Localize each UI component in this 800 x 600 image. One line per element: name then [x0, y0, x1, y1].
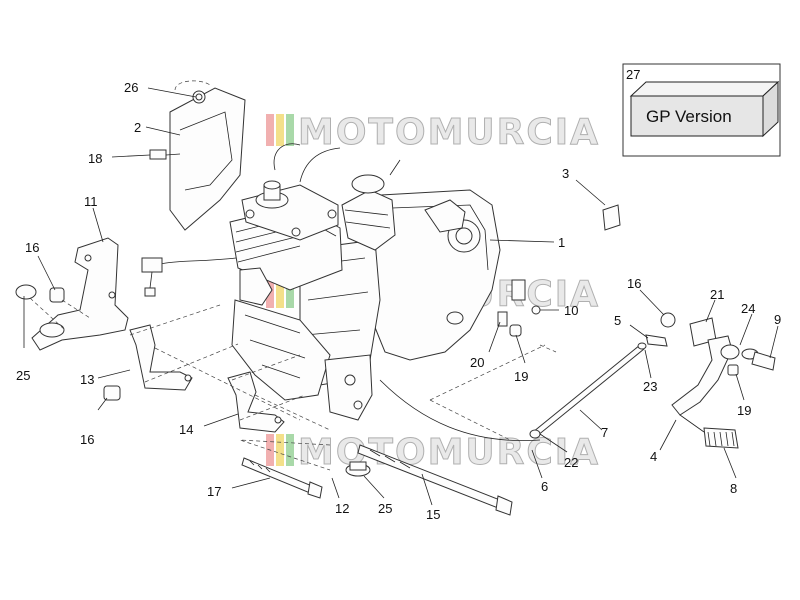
- callout-1: 1: [558, 235, 565, 250]
- callout-14: 14: [179, 422, 193, 437]
- watermark-bottom: MOTOMURCIA: [266, 432, 600, 474]
- callout-6: 6: [541, 479, 548, 494]
- callout-25-left: 25: [16, 368, 30, 383]
- callout-11: 11: [84, 194, 98, 209]
- callout-10: 10: [564, 303, 578, 318]
- callout-13: 13: [80, 372, 94, 387]
- leader-lines: [23, 87, 779, 506]
- svg-text:MOTOMURCIA: MOTOMURCIA: [298, 432, 600, 473]
- callout-5: 5: [614, 313, 621, 328]
- lower-bracket-14: [227, 371, 285, 433]
- callout-24: 24: [741, 301, 755, 316]
- callout-labels: 26 2 18 3 1 11 16 25 13 16 14 17 12 25 1…: [16, 80, 781, 522]
- callout-7: 7: [601, 425, 608, 440]
- callout-3: 3: [562, 166, 569, 181]
- svg-text:MOTOMURCIA: MOTOMURCIA: [298, 112, 600, 153]
- callout-23: 23: [643, 379, 657, 394]
- bolt-15: [357, 444, 513, 516]
- gp-version-box: 27 GP Version: [622, 63, 781, 157]
- callout-18: 18: [88, 151, 102, 166]
- callout-16-lower: 16: [80, 432, 94, 447]
- sprocket-cover: [149, 80, 246, 231]
- gear-shift-assembly: [529, 312, 776, 449]
- callout-22: 22: [564, 455, 578, 470]
- gp-version-label: GP Version: [646, 107, 732, 126]
- callout-26: 26: [124, 80, 138, 95]
- callout-4: 4: [650, 449, 657, 464]
- callout-16-right: 16: [627, 276, 641, 291]
- callout-16-left: 16: [25, 240, 39, 255]
- dashed-guides: [129, 304, 557, 471]
- callout-17: 17: [207, 484, 221, 499]
- bolt-17: [241, 457, 323, 499]
- engine-assembly: [141, 143, 541, 442]
- lower-bracket-13: [103, 324, 193, 401]
- small-parts-right: [497, 204, 621, 337]
- watermark-top: MOTOMURCIA: [266, 112, 600, 154]
- callout-8: 8: [730, 481, 737, 496]
- callout-2: 2: [134, 120, 141, 135]
- callout-21: 21: [710, 287, 724, 302]
- fitting-25-lower: [345, 461, 371, 477]
- callout-25-lower: 25: [378, 501, 392, 516]
- callout-19-right: 19: [737, 403, 751, 418]
- left-bracket: [15, 237, 129, 351]
- callout-19-center: 19: [514, 369, 528, 384]
- callout-27: 27: [626, 67, 640, 82]
- callout-9: 9: [774, 312, 781, 327]
- callout-20: 20: [470, 355, 484, 370]
- callout-12: 12: [335, 501, 349, 516]
- callout-15: 15: [426, 507, 440, 522]
